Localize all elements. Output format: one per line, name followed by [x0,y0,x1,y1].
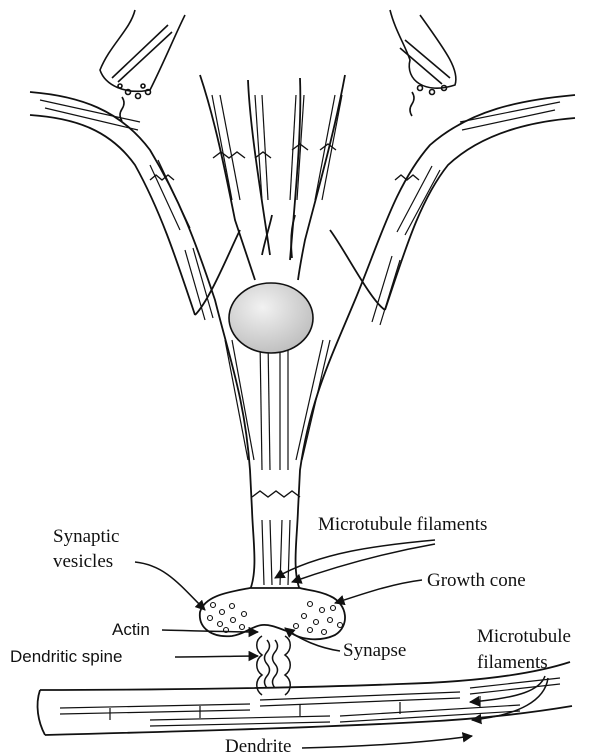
arrow-growth-cone [335,580,422,603]
label-microtubule-filaments-top: Microtubule filaments [318,514,487,535]
arrow-microtubule-right-1 [470,676,545,702]
arrow-synaptic-vesicles [135,562,205,610]
top-left-neuron-fragment [100,10,185,121]
arrow-microtubule-top-1 [275,540,435,578]
label-microtubule-right-line2: filaments [477,652,548,673]
top-right-neuron-fragment [390,10,456,116]
label-synaptic: Synaptic [53,526,120,547]
label-actin: Actin [112,620,150,639]
arrow-dendritic-spine [175,656,258,657]
arrow-microtubule-top-2 [292,544,435,582]
dendritic-spine [257,636,291,695]
nucleus [229,283,313,353]
label-dendrite: Dendrite [225,736,291,755]
label-microtubule-right-line1: Microtubule [477,626,571,647]
label-growth-cone: Growth cone [427,570,526,591]
label-synapse: Synapse [343,640,406,661]
arrow-dendrite [302,736,472,748]
label-vesicles: vesicles [53,551,113,572]
label-dendritic-spine: Dendritic spine [10,647,122,666]
